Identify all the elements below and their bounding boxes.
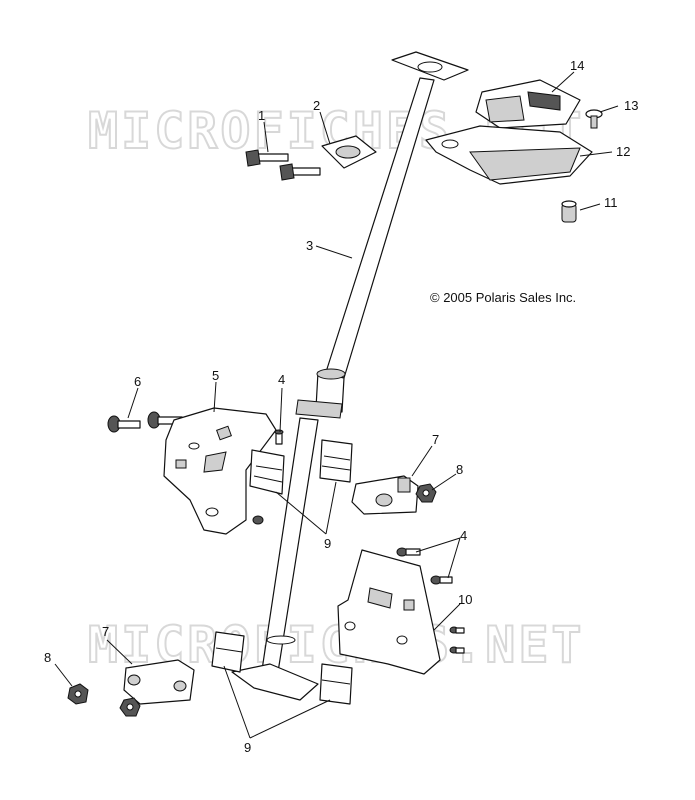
- screw-13: [585, 109, 603, 129]
- left-bracket: [163, 407, 277, 535]
- clamp-block: [321, 135, 377, 169]
- callout-4-upper: 4: [278, 372, 285, 387]
- nut-8-lower-left: [67, 683, 89, 705]
- callout-10: 10: [458, 592, 472, 607]
- callout-4-right: 4: [460, 528, 467, 543]
- bushing-9-lower-right: [319, 663, 353, 705]
- right-bracket: [337, 549, 441, 675]
- bolt-6-left: [107, 415, 141, 433]
- bushing-11: [561, 200, 577, 223]
- bolt-small-left-bracket: [252, 515, 264, 525]
- clamp-7-upper: [351, 475, 419, 515]
- nut-8-lower-mid: [119, 697, 141, 717]
- bolt-10-b: [449, 646, 465, 654]
- callout-7-lower: 7: [102, 624, 109, 639]
- bolt-4-upper: [274, 429, 284, 445]
- callout-3: 3: [306, 238, 313, 253]
- callout-13: 13: [624, 98, 638, 113]
- leader-lines: [54, 71, 619, 739]
- upper-housing: [475, 79, 581, 129]
- nut-8-upper: [415, 483, 437, 503]
- bushing-9-lower-left: [211, 631, 245, 673]
- callout-2: 2: [313, 98, 320, 113]
- bolt-upper: [245, 149, 289, 167]
- bolt-10-a: [449, 626, 465, 634]
- callout-9-lower: 9: [244, 740, 251, 755]
- callout-8-lower: 8: [44, 650, 51, 665]
- callout-5: 5: [212, 368, 219, 383]
- copyright-text: © 2005 Polaris Sales Inc.: [430, 290, 576, 305]
- bolt-lower: [279, 163, 321, 181]
- callout-7-upper: 7: [432, 432, 439, 447]
- bolt-4-right-b: [430, 575, 453, 585]
- callout-8-upper: 8: [456, 462, 463, 477]
- bolt-4-right-a: [396, 547, 421, 557]
- bushing-9-upper-right: [319, 439, 353, 483]
- callout-14: 14: [570, 58, 584, 73]
- callouts: 1 2 3 4 4 5 6 7 7 8 8 9 9 10 11 12 13 14: [44, 58, 638, 755]
- callout-1: 1: [258, 108, 265, 123]
- steering-column-shaft: [231, 51, 469, 701]
- callout-9-upper: 9: [324, 536, 331, 551]
- callout-6: 6: [134, 374, 141, 389]
- callout-12: 12: [616, 144, 630, 159]
- bushing-9-upper-left: [249, 449, 285, 495]
- lower-housing: [425, 125, 593, 185]
- clamp-7-lower: [123, 659, 195, 705]
- callout-11: 11: [604, 195, 618, 210]
